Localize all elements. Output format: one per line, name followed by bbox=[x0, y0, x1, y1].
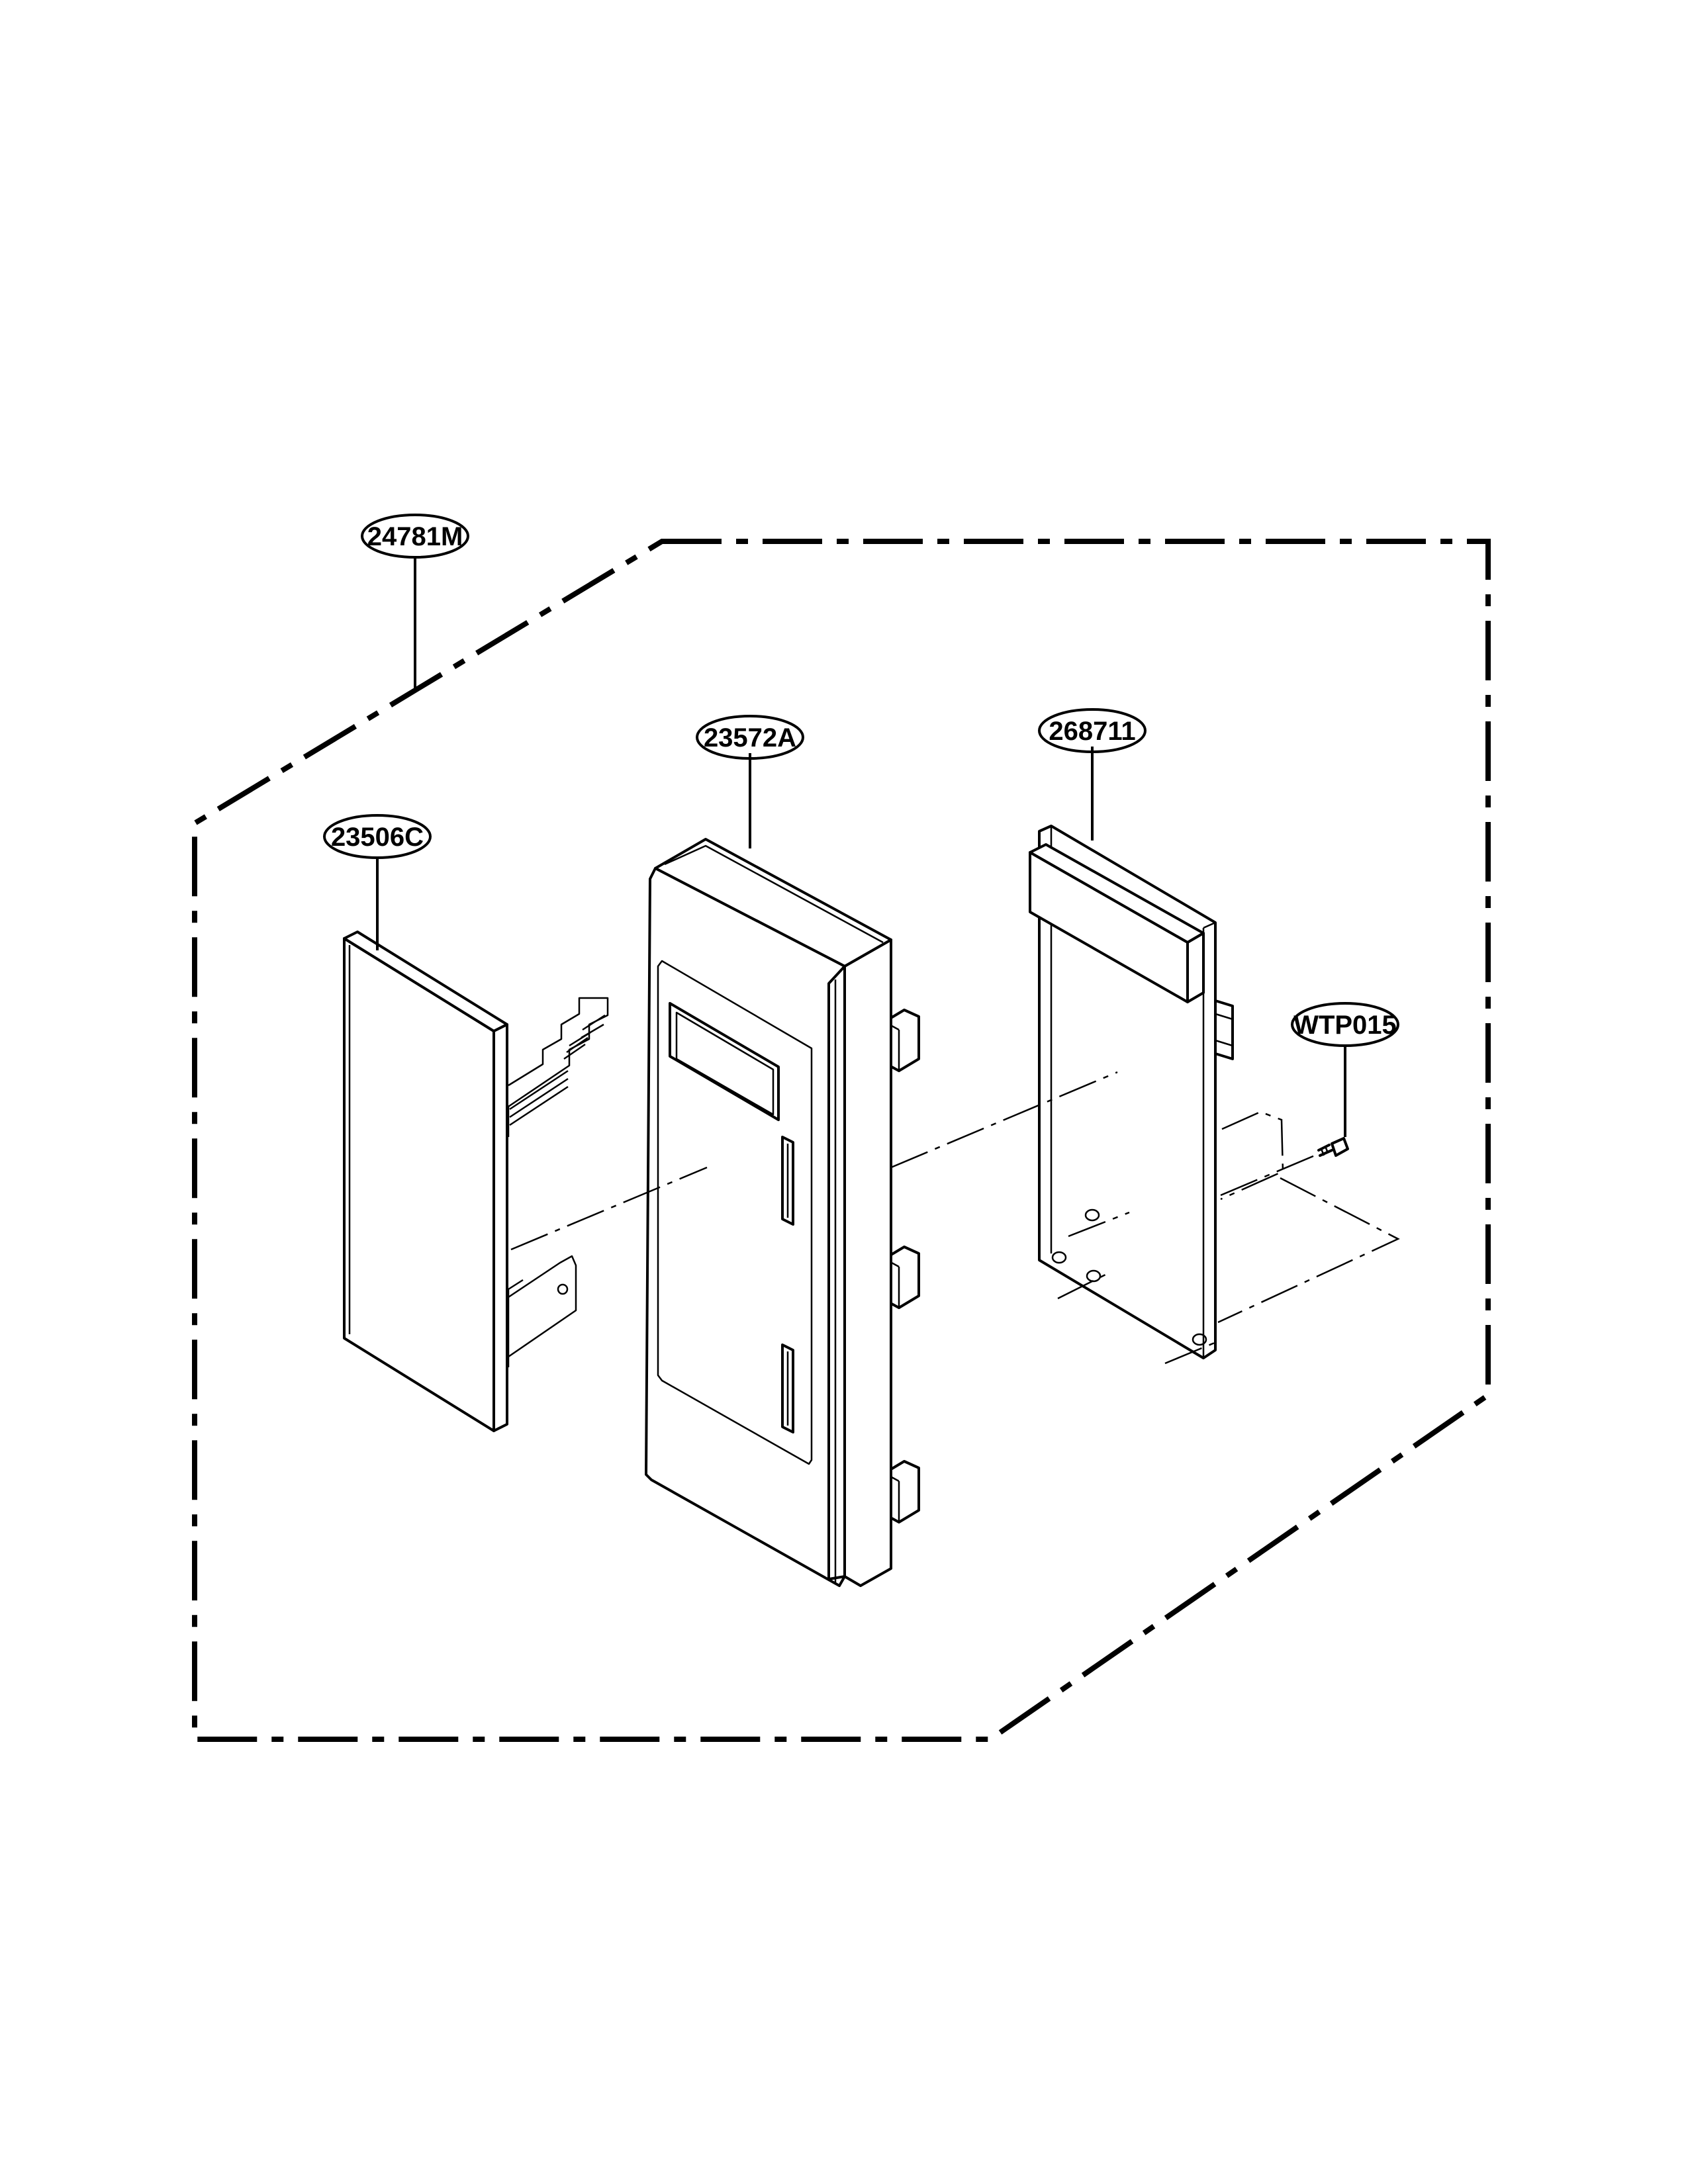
callout-panel: 23572A bbox=[696, 715, 804, 760]
leader-lines bbox=[376, 557, 1346, 1137]
callout-screw: WTP015 bbox=[1291, 1002, 1399, 1047]
assembly-boundary bbox=[192, 539, 1491, 1742]
callout-label-panel: 23572A bbox=[704, 723, 796, 752]
alignment-centerlines bbox=[510, 1071, 1400, 1365]
control-panel-part bbox=[645, 838, 920, 1587]
keypad-membrane-part bbox=[343, 931, 609, 1432]
screw-part bbox=[1317, 1137, 1349, 1157]
pcb-part bbox=[1029, 825, 1234, 1359]
callout-pcb: 268711 bbox=[1038, 708, 1147, 753]
callout-keypad: 23506C bbox=[323, 814, 432, 859]
callout-label-assembly: 24781M bbox=[367, 522, 463, 551]
callout-assembly: 24781M bbox=[361, 514, 469, 559]
callout-label-keypad: 23506C bbox=[331, 823, 424, 852]
callout-label-screw: WTP015 bbox=[1293, 1011, 1397, 1040]
callout-label-pcb: 268711 bbox=[1049, 717, 1135, 746]
